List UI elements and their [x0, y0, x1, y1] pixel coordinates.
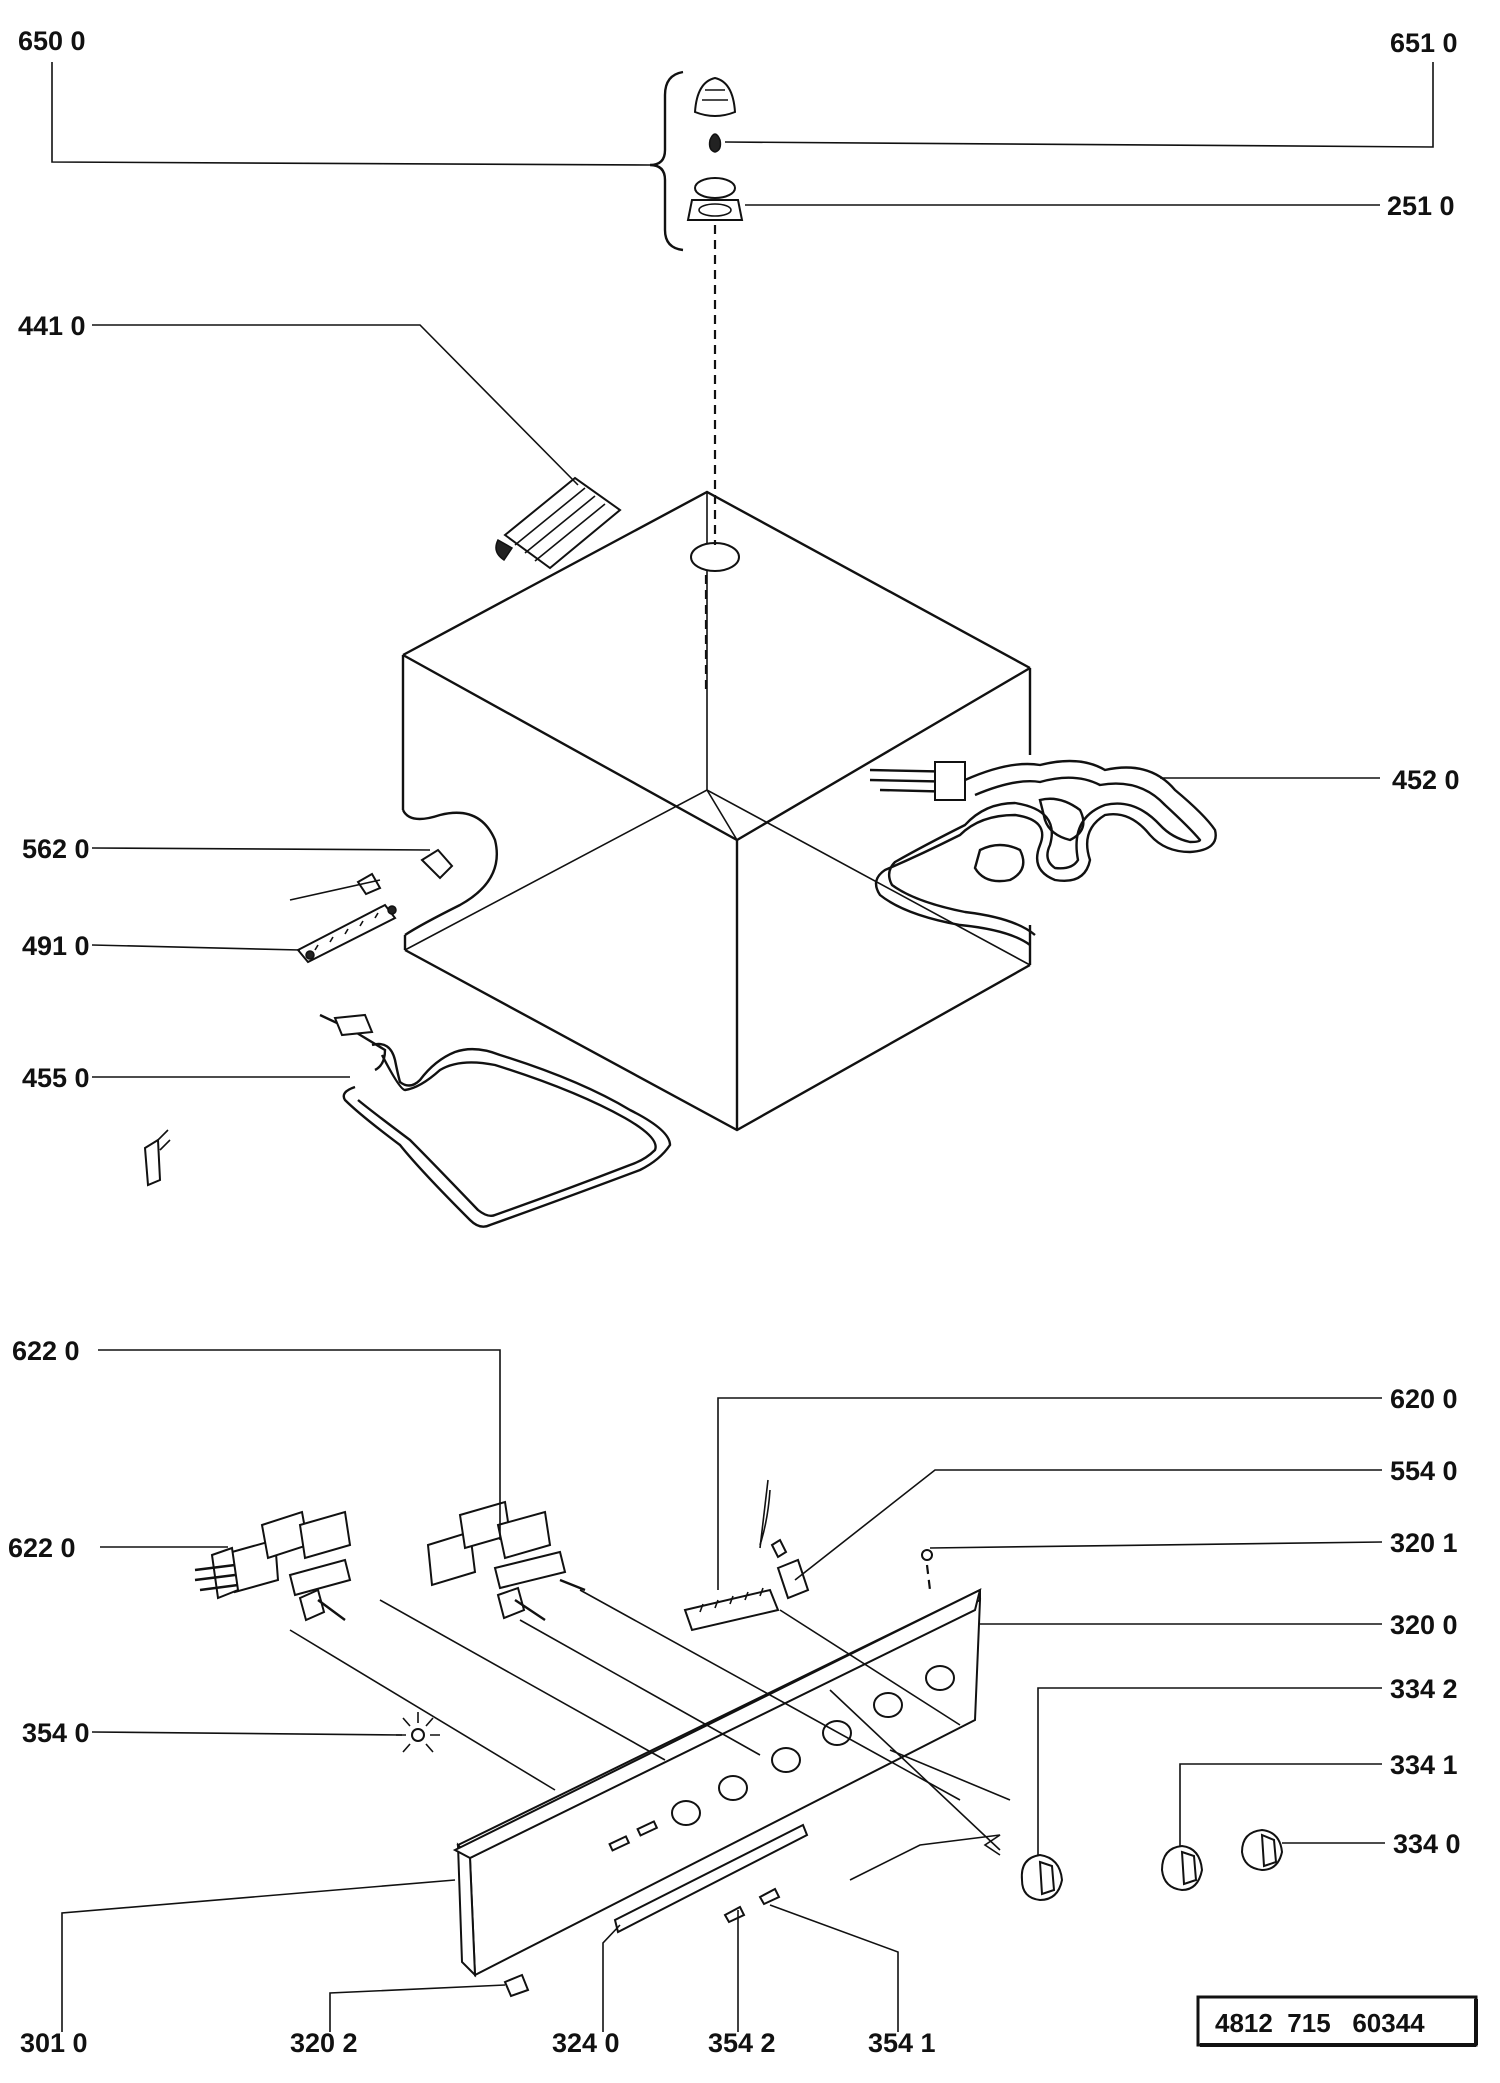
insulation-part [495, 476, 622, 570]
terminal-block-part [296, 903, 397, 964]
callout-562-0: 562 0 [22, 834, 90, 864]
gas-valve-left [194, 1510, 352, 1622]
callout-320-2: 320 2 [290, 2028, 358, 2058]
callout-301-0: 301 0 [20, 2028, 88, 2058]
thermostat-part [289, 848, 454, 901]
switch-part [759, 1479, 810, 1600]
callout-354-1: 354 1 [868, 2028, 936, 2058]
callout-622-0-top: 622 0 [12, 1336, 80, 1366]
clip-part [503, 1973, 530, 1998]
screw-part [921, 1549, 933, 1591]
document-number-box: 4812 715 60344 [1196, 1995, 1478, 2047]
callout-354-0: 354 0 [22, 1718, 90, 1748]
bulb-part [708, 133, 722, 153]
callout-651-0: 651 0 [1390, 28, 1458, 58]
oven-cavity-assembly [51, 62, 1434, 1228]
callout-554-0: 554 0 [1390, 1456, 1458, 1486]
callout-labels: 650 0 651 0 251 0 441 0 452 0 562 0 491 … [8, 26, 1461, 2058]
callout-620-0: 620 0 [1390, 1384, 1458, 1414]
bracket-part [143, 1129, 171, 1187]
oven-cavity-box [401, 490, 1032, 1132]
spark-part [396, 1712, 440, 1753]
callout-324-0: 324 0 [552, 2028, 620, 2058]
grill-element-part [869, 759, 1217, 946]
knob-334-2 [1020, 1853, 1064, 1902]
callout-622-0-mid: 622 0 [8, 1533, 76, 1563]
control-panel-assembly [61, 1349, 1385, 2032]
callout-334-1: 334 1 [1390, 1750, 1458, 1780]
terminal-strip-part [683, 1587, 780, 1632]
callout-320-1: 320 1 [1390, 1528, 1458, 1558]
callout-650-0: 650 0 [18, 26, 86, 56]
lamp-cover-part [693, 76, 737, 117]
document-number: 4812 715 60344 [1215, 2008, 1425, 2038]
callout-320-0: 320 0 [1390, 1610, 1458, 1640]
callout-251-0: 251 0 [1387, 191, 1455, 221]
knob-334-1 [1160, 1844, 1204, 1892]
callout-354-2: 354 2 [708, 2028, 776, 2058]
callout-455-0: 455 0 [22, 1063, 90, 1093]
callout-491-0: 491 0 [22, 931, 90, 961]
gas-pipes [289, 1589, 1011, 1881]
callout-441-0: 441 0 [18, 311, 86, 341]
control-panel-fascia [452, 1588, 982, 1978]
callout-452-0: 452 0 [1392, 765, 1460, 795]
lamp-holder-part [686, 177, 744, 221]
gas-valve-middle [426, 1500, 586, 1621]
callout-334-2: 334 2 [1390, 1674, 1458, 1704]
callout-334-0: 334 0 [1393, 1829, 1461, 1859]
knob-334-0 [1240, 1828, 1284, 1872]
bottom-element-part [319, 1013, 672, 1228]
thermostat-hole [690, 542, 740, 572]
